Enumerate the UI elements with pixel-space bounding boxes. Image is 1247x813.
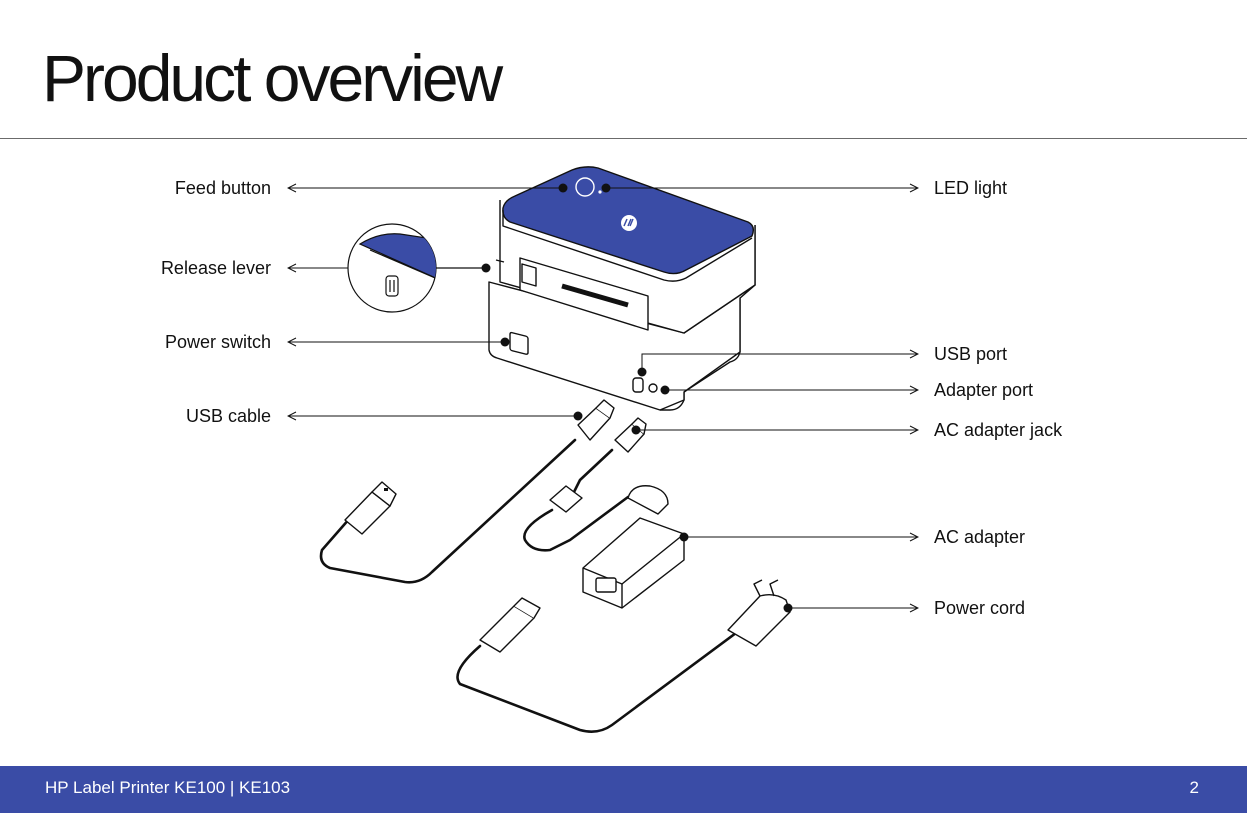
label-ac-adapter: AC adapter <box>934 526 1025 548</box>
cable-parts <box>345 400 790 652</box>
label-release-lever: Release lever <box>161 257 271 279</box>
usb-port-shape <box>633 378 643 392</box>
label-power-cord: Power cord <box>934 597 1025 619</box>
printer-illustration <box>489 167 755 410</box>
label-usb-cable: USB cable <box>186 405 271 427</box>
label-power-switch: Power switch <box>165 331 271 353</box>
label-led-light: LED light <box>934 177 1007 199</box>
power-switch-shape <box>510 332 528 354</box>
hp-logo-icon <box>621 215 637 231</box>
release-lever-zoom <box>348 224 484 312</box>
power-plug <box>728 595 790 646</box>
label-usb-port: USB port <box>934 343 1007 365</box>
label-ac-adapter-jack: AC adapter jack <box>934 419 1062 441</box>
label-adapter-port: Adapter port <box>934 379 1033 401</box>
footer-bar: HP Label Printer KE100 | KE103 2 <box>0 766 1247 813</box>
page-number: 2 <box>1190 777 1199 799</box>
ac-adapter-brick <box>583 518 684 608</box>
footer-product-name: HP Label Printer KE100 | KE103 <box>45 777 290 799</box>
adapter-port-shape <box>649 384 657 392</box>
label-feed-button: Feed button <box>175 177 271 199</box>
product-diagram <box>0 0 1247 760</box>
